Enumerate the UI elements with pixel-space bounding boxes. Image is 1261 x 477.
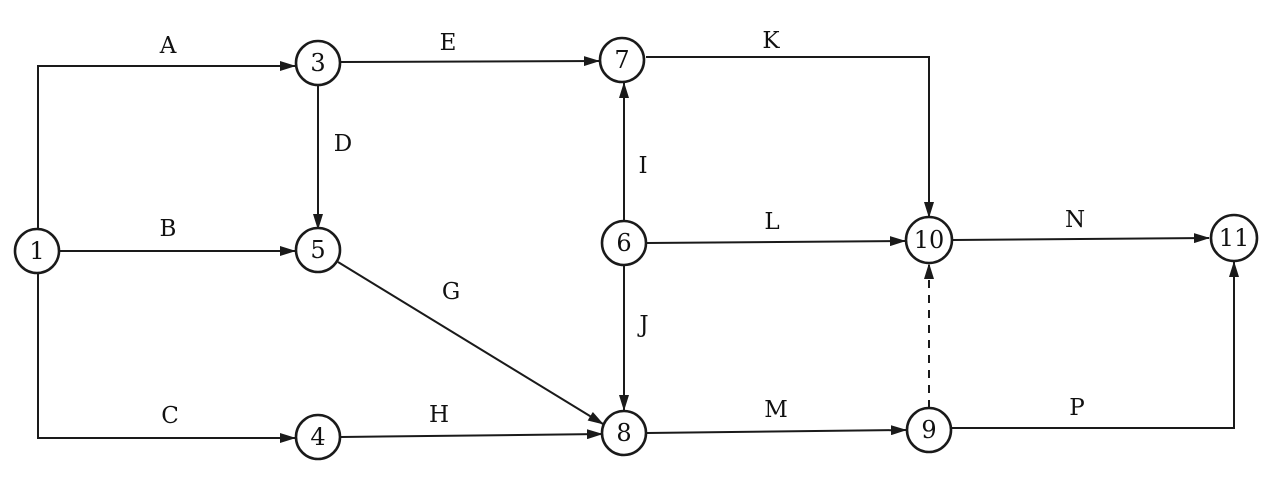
edge-l [646,236,906,247]
edge-label-m: M [764,397,788,423]
edge-e [340,56,600,67]
node-11-label: 11 [1219,224,1250,252]
nodes: 1 3 4 5 6 7 8 9 [13,36,1259,461]
edge-label-c: C [161,403,179,429]
edge-n [952,233,1210,244]
edges [37,56,1239,443]
edge-label-k: K [762,28,780,54]
edge-labels: A B C D E G H I J K L M N P [159,28,1085,429]
node-1-label: 1 [29,237,44,265]
node-3-circle [294,39,342,87]
node-10-label: 10 [914,226,945,254]
node-7: 7 [598,36,646,84]
edge-m [646,425,907,436]
edge-label-i: I [638,153,647,179]
node-4: 4 [294,413,342,461]
edge-label-n: N [1065,207,1085,233]
node-4-circle [294,413,342,461]
edge-label-a: A [159,33,177,59]
node-1: 1 [13,227,61,275]
edge-c [37,273,296,443]
edge-label-p: P [1069,395,1084,421]
node-3: 3 [294,39,342,87]
node-10-circle [904,215,954,265]
node-11: 11 [1209,213,1259,263]
edge-label-d: D [334,131,352,157]
node-1-circle [13,227,61,275]
edge-label-h: H [429,402,449,428]
edge-label-j: J [637,312,648,338]
edge-label-g: G [442,279,460,305]
node-9-label: 9 [921,416,936,444]
edge-k [646,56,934,218]
node-5-label: 5 [310,236,325,264]
node-9: 9 [905,406,953,454]
node-8: 8 [600,409,648,457]
node-6-circle [600,219,648,267]
node-9-circle [905,406,953,454]
edge-label-l: L [764,209,779,235]
edge-label-b: B [160,216,177,242]
node-5-circle [294,226,342,274]
edge-g [337,261,604,425]
node-5: 5 [294,226,342,274]
node-6: 6 [600,219,648,267]
node-4-label: 4 [310,423,325,451]
node-10: 10 [904,215,954,265]
edge-h [340,429,603,440]
node-7-label: 7 [614,46,629,74]
node-6-label: 6 [616,229,631,257]
node-11-circle [1209,213,1259,263]
node-3-label: 3 [310,49,325,77]
edge-p [952,261,1239,429]
node-8-circle [600,409,648,457]
node-7-circle [598,36,646,84]
edge-a [37,61,296,230]
edge-label-e: E [440,30,457,56]
node-8-label: 8 [616,419,631,447]
